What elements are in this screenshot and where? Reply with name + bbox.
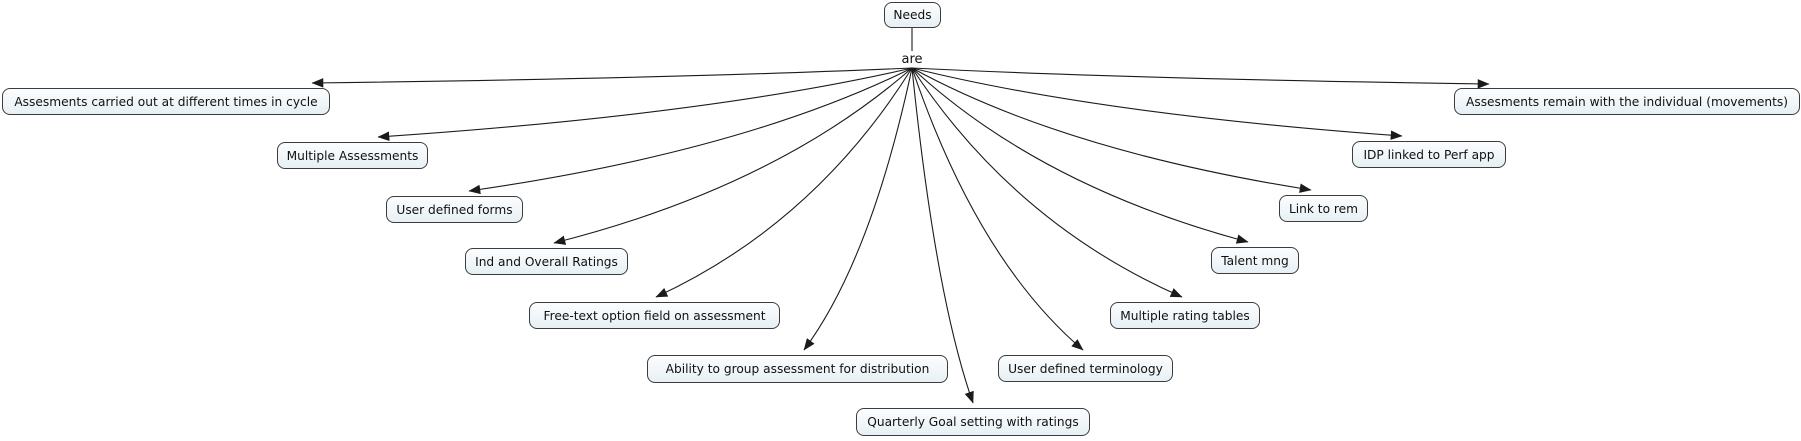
- node-link-to-rem[interactable]: Link to rem: [1279, 195, 1368, 222]
- edge-idp-linked-to-perf-app: [911, 67, 1403, 140]
- edge-assessments-different-times: [311, 67, 913, 88]
- edge-ind-and-overall-ratings: [553, 67, 913, 245]
- edge-multiple-assessments: [377, 67, 913, 141]
- edge-assessments-remain-individual: [911, 67, 1490, 89]
- node-user-defined-terminology[interactable]: User defined terminology: [998, 355, 1173, 382]
- node-ind-and-overall-ratings[interactable]: Ind and Overall Ratings: [465, 248, 628, 275]
- node-multiple-assessments[interactable]: Multiple Assessments: [277, 142, 428, 169]
- node-user-defined-forms[interactable]: User defined forms: [386, 196, 523, 223]
- edge-group-assessment-distribution: [803, 67, 913, 351]
- edge-user-defined-forms: [468, 67, 913, 195]
- node-root-needs[interactable]: Needs: [884, 2, 941, 28]
- root-node-label: Needs: [893, 8, 932, 22]
- node-free-text-option-field[interactable]: Free-text option field on assessment: [529, 302, 780, 329]
- edge-multiple-rating-tables: [911, 67, 1183, 298]
- edge-talent-mng: [911, 67, 1249, 244]
- node-quarterly-goal-setting[interactable]: Quarterly Goal setting with ratings: [856, 408, 1090, 436]
- node-multiple-rating-tables[interactable]: Multiple rating tables: [1110, 302, 1260, 329]
- edge-quarterly-goal-setting: [911, 67, 974, 404]
- node-idp-linked-to-perf-app[interactable]: IDP linked to Perf app: [1352, 141, 1506, 168]
- node-group-assessment-distribution[interactable]: Ability to group assessment for distribu…: [647, 355, 948, 383]
- edge-free-text-option-field: [655, 67, 913, 298]
- edge-link-to-rem: [911, 67, 1312, 193]
- edge-label-are[interactable]: are: [901, 52, 923, 67]
- node-assessments-different-times[interactable]: Assesments carried out at different time…: [2, 88, 330, 115]
- node-talent-mng[interactable]: Talent mng: [1211, 247, 1299, 274]
- node-assessments-remain-individual[interactable]: Assesments remain with the individual (m…: [1454, 88, 1800, 115]
- edge-user-defined-terminology: [911, 67, 1084, 351]
